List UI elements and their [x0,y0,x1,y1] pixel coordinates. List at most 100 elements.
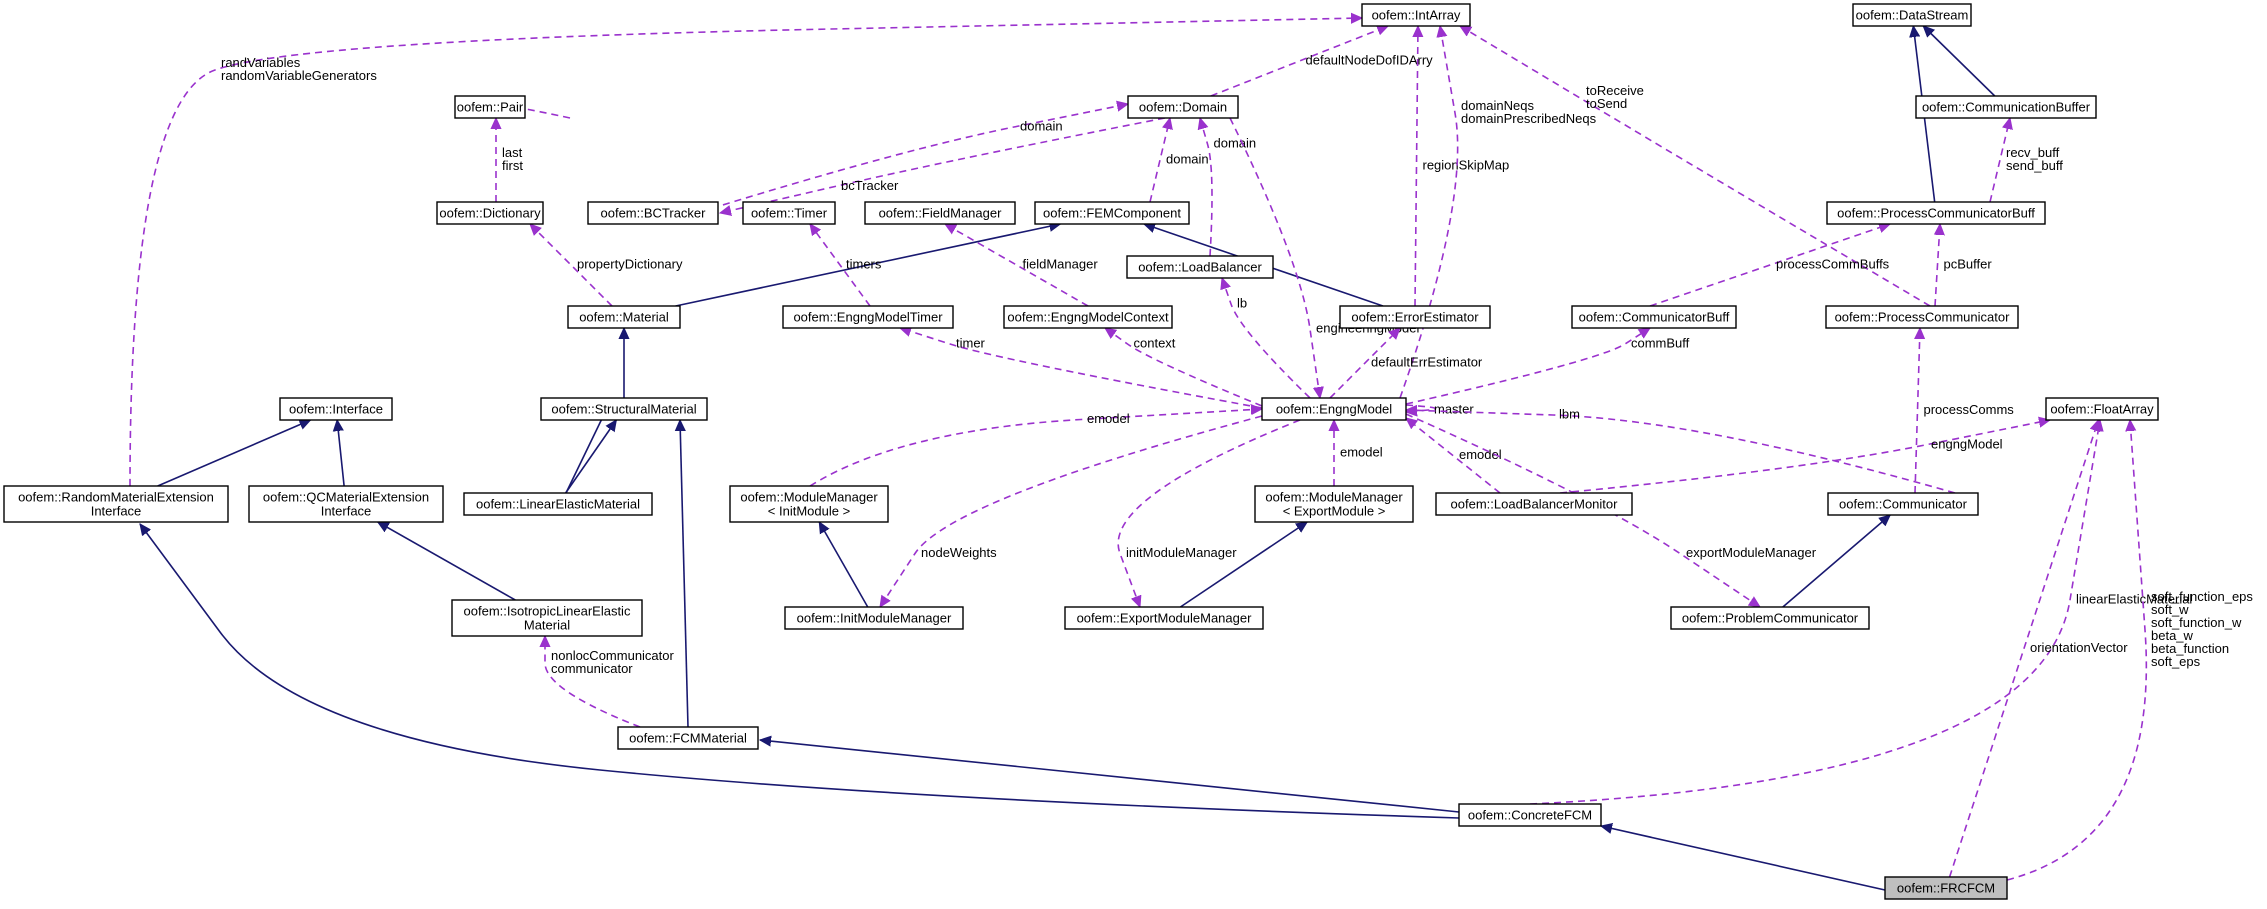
usage-edge-randommat-to-intarray [129,18,1362,487]
class-name-line: oofem::LoadBalancerMonitor [1451,497,1619,512]
edge-label-line: lbm [1559,407,1580,422]
class-box [1458,803,1602,827]
edge-label-line: beta_function [2151,641,2229,656]
class-name-line: oofem::IntArray [1372,8,1461,23]
class-node-linearelastic[interactable]: oofem::LinearElasticMaterial [463,492,653,516]
class-node-frcfcm[interactable]: oofem::FRCFCM [1884,876,2008,900]
usage-edge-engngmodel-to-intarray [1399,26,1459,399]
class-node-fieldmanager[interactable]: oofem::FieldManager [864,201,1016,225]
class-box [1254,485,1414,523]
class-name: oofem::Timer [751,206,828,221]
class-name: oofem::FEMComponent [1043,206,1181,221]
class-node-communicatorbuff[interactable]: oofem::CommunicatorBuff [1571,305,1737,329]
class-name-line: oofem::DataStream [1856,8,1969,23]
edge-label-line: beta_w [2151,628,2194,643]
usage-edge-engngmodel-to-loadbalancermonitor [1406,410,1956,494]
class-name-line: oofem::FEMComponent [1043,206,1181,221]
class-node-dictionary[interactable]: oofem::Dictionary [436,201,544,225]
class-name: oofem::BCTracker [601,206,707,221]
class-name-line: oofem::QCMaterialExtension [263,490,429,505]
class-box [1915,95,2097,119]
class-node-datastream[interactable]: oofem::DataStream [1852,3,1972,27]
class-name: oofem::IntArray [1372,8,1461,23]
class-node-fcmmaterial[interactable]: oofem::FCMMaterial [617,726,759,750]
inheritance-edge-concretefcm-to-fcmmaterial [760,740,1460,813]
class-name-line: oofem::EngngModelContext [1007,310,1169,325]
class-name: oofem::StructuralMaterial [551,402,696,417]
class-node-pair[interactable]: oofem::Pair [454,95,526,119]
class-node-loadbalancer[interactable]: oofem::LoadBalancer [1126,255,1274,279]
edge-label-domain-to-bctracker: bcTracker [841,178,899,193]
class-box [451,599,643,637]
class-name-line: oofem::ProcessCommunicatorBuff [1837,206,2035,221]
class-node-concretefcm[interactable]: oofem::ConcreteFCM [1458,803,1602,827]
class-name: oofem::Communicator [1839,497,1968,512]
class-node-problemcommunicator[interactable]: oofem::ProblemCommunicator [1670,606,1870,630]
class-node-intarray[interactable]: oofem::IntArray [1361,3,1471,27]
class-node-structuralmaterial[interactable]: oofem::StructuralMaterial [540,397,708,421]
class-name-line: oofem::Dictionary [439,206,541,221]
class-node-material[interactable]: oofem::Material [567,305,681,329]
class-box [540,397,708,421]
edge-label-loadbalancermonitor-to-engngmodel: emodel [1459,447,1502,462]
class-box [248,485,444,523]
class-name: oofem::EngngModelContext [1007,310,1169,325]
inheritance-edge-frcfcm-to-concretefcm [1601,826,1886,891]
edge-label-engngmodelcontext-to-fieldmanager: fieldManager [1023,257,1099,272]
class-box [864,201,1016,225]
class-node-timer[interactable]: oofem::Timer [742,201,836,225]
class-node-interface[interactable]: oofem::Interface [279,397,393,421]
usage-edge-bctracker-to-domain [699,104,1128,213]
class-name: oofem::Material [579,310,669,325]
class-node-engngmodelcontext[interactable]: oofem::EngngModelContext [1003,305,1173,329]
class-node-initmodulemanager[interactable]: oofem::InitModuleManager [784,606,964,630]
class-node-exportmodulemanager[interactable]: oofem::ExportModuleManager [1064,606,1264,630]
edge-label-line: domain [1214,136,1257,151]
usage-edge-engngmodelcontext-to-fieldmanager [945,223,1089,307]
class-node-floatarray[interactable]: oofem::FloatArray [2045,397,2159,421]
class-node-modmgrinit[interactable]: oofem::ModuleManager< InitModule > [729,485,889,523]
class-node-femcomponent[interactable]: oofem::FEMComponent [1034,201,1190,225]
edge-label-engngmodel-to-loadbalancer: lb [1237,296,1247,311]
usage-edge-engngmodel-to-engngmodel [1406,404,1437,412]
class-name-line: oofem::BCTracker [601,206,707,221]
class-name-line: oofem::FloatArray [2050,402,2154,417]
class-node-proccommbuff[interactable]: oofem::ProcessCommunicatorBuff [1826,201,2046,225]
edge-label-line: soft_w [2151,602,2189,617]
usage-edge-material-to-dictionary [530,224,613,307]
class-box [782,305,954,329]
edge-label-line: pcBuffer [1944,257,1993,272]
class-node-commbuffer[interactable]: oofem::CommunicationBuffer [1915,95,2097,119]
class-node-engngmodel[interactable]: oofem::EngngModel [1261,397,1407,421]
class-name-line: oofem::ProcessCommunicator [1835,310,2011,325]
class-node-errorestimator[interactable]: oofem::ErrorEstimator [1339,305,1491,329]
inheritance-edge-problemcommunicator-to-communicator [1782,515,1890,608]
class-node-loadbalancermonitor[interactable]: oofem::LoadBalancerMonitor [1435,492,1633,516]
class-node-engngmodeltimer[interactable]: oofem::EngngModelTimer [782,305,954,329]
edge-label-line: randomVariableGenerators [221,68,377,83]
class-node-modmgrexport[interactable]: oofem::ModuleManager< ExportModule > [1254,485,1414,523]
class-node-domain[interactable]: oofem::Domain [1127,95,1239,119]
class-node-communicator[interactable]: oofem::Communicator [1827,492,1979,516]
edge-label-line: exportModuleManager [1686,545,1817,560]
class-name: oofem::FCMMaterial [629,731,747,746]
class-name-line: oofem::StructuralMaterial [551,402,696,417]
edge-label-line: soft_function_w [2151,615,2242,630]
edge-label-line: processCommBuffs [1776,257,1890,272]
class-box [436,201,544,225]
class-name: oofem::LoadBalancer [1138,260,1262,275]
edge-label-femcomponent-to-domain: domain [1166,152,1209,167]
edge-label-line: send_buff [2006,158,2063,173]
edge-label-line: fieldManager [1023,257,1099,272]
usage-edge-communicator-to-engngmodel [1559,420,2050,494]
class-node-processcommunicator[interactable]: oofem::ProcessCommunicator [1825,305,2019,329]
class-name-line: oofem::LoadBalancer [1138,260,1262,275]
edge-label-line: defaultErrEstimator [1371,355,1483,370]
edge-layer: defaultNodeDofIDArrynextlastfirstdomainb… [129,18,2253,891]
class-node-bctracker[interactable]: oofem::BCTracker [587,201,719,225]
